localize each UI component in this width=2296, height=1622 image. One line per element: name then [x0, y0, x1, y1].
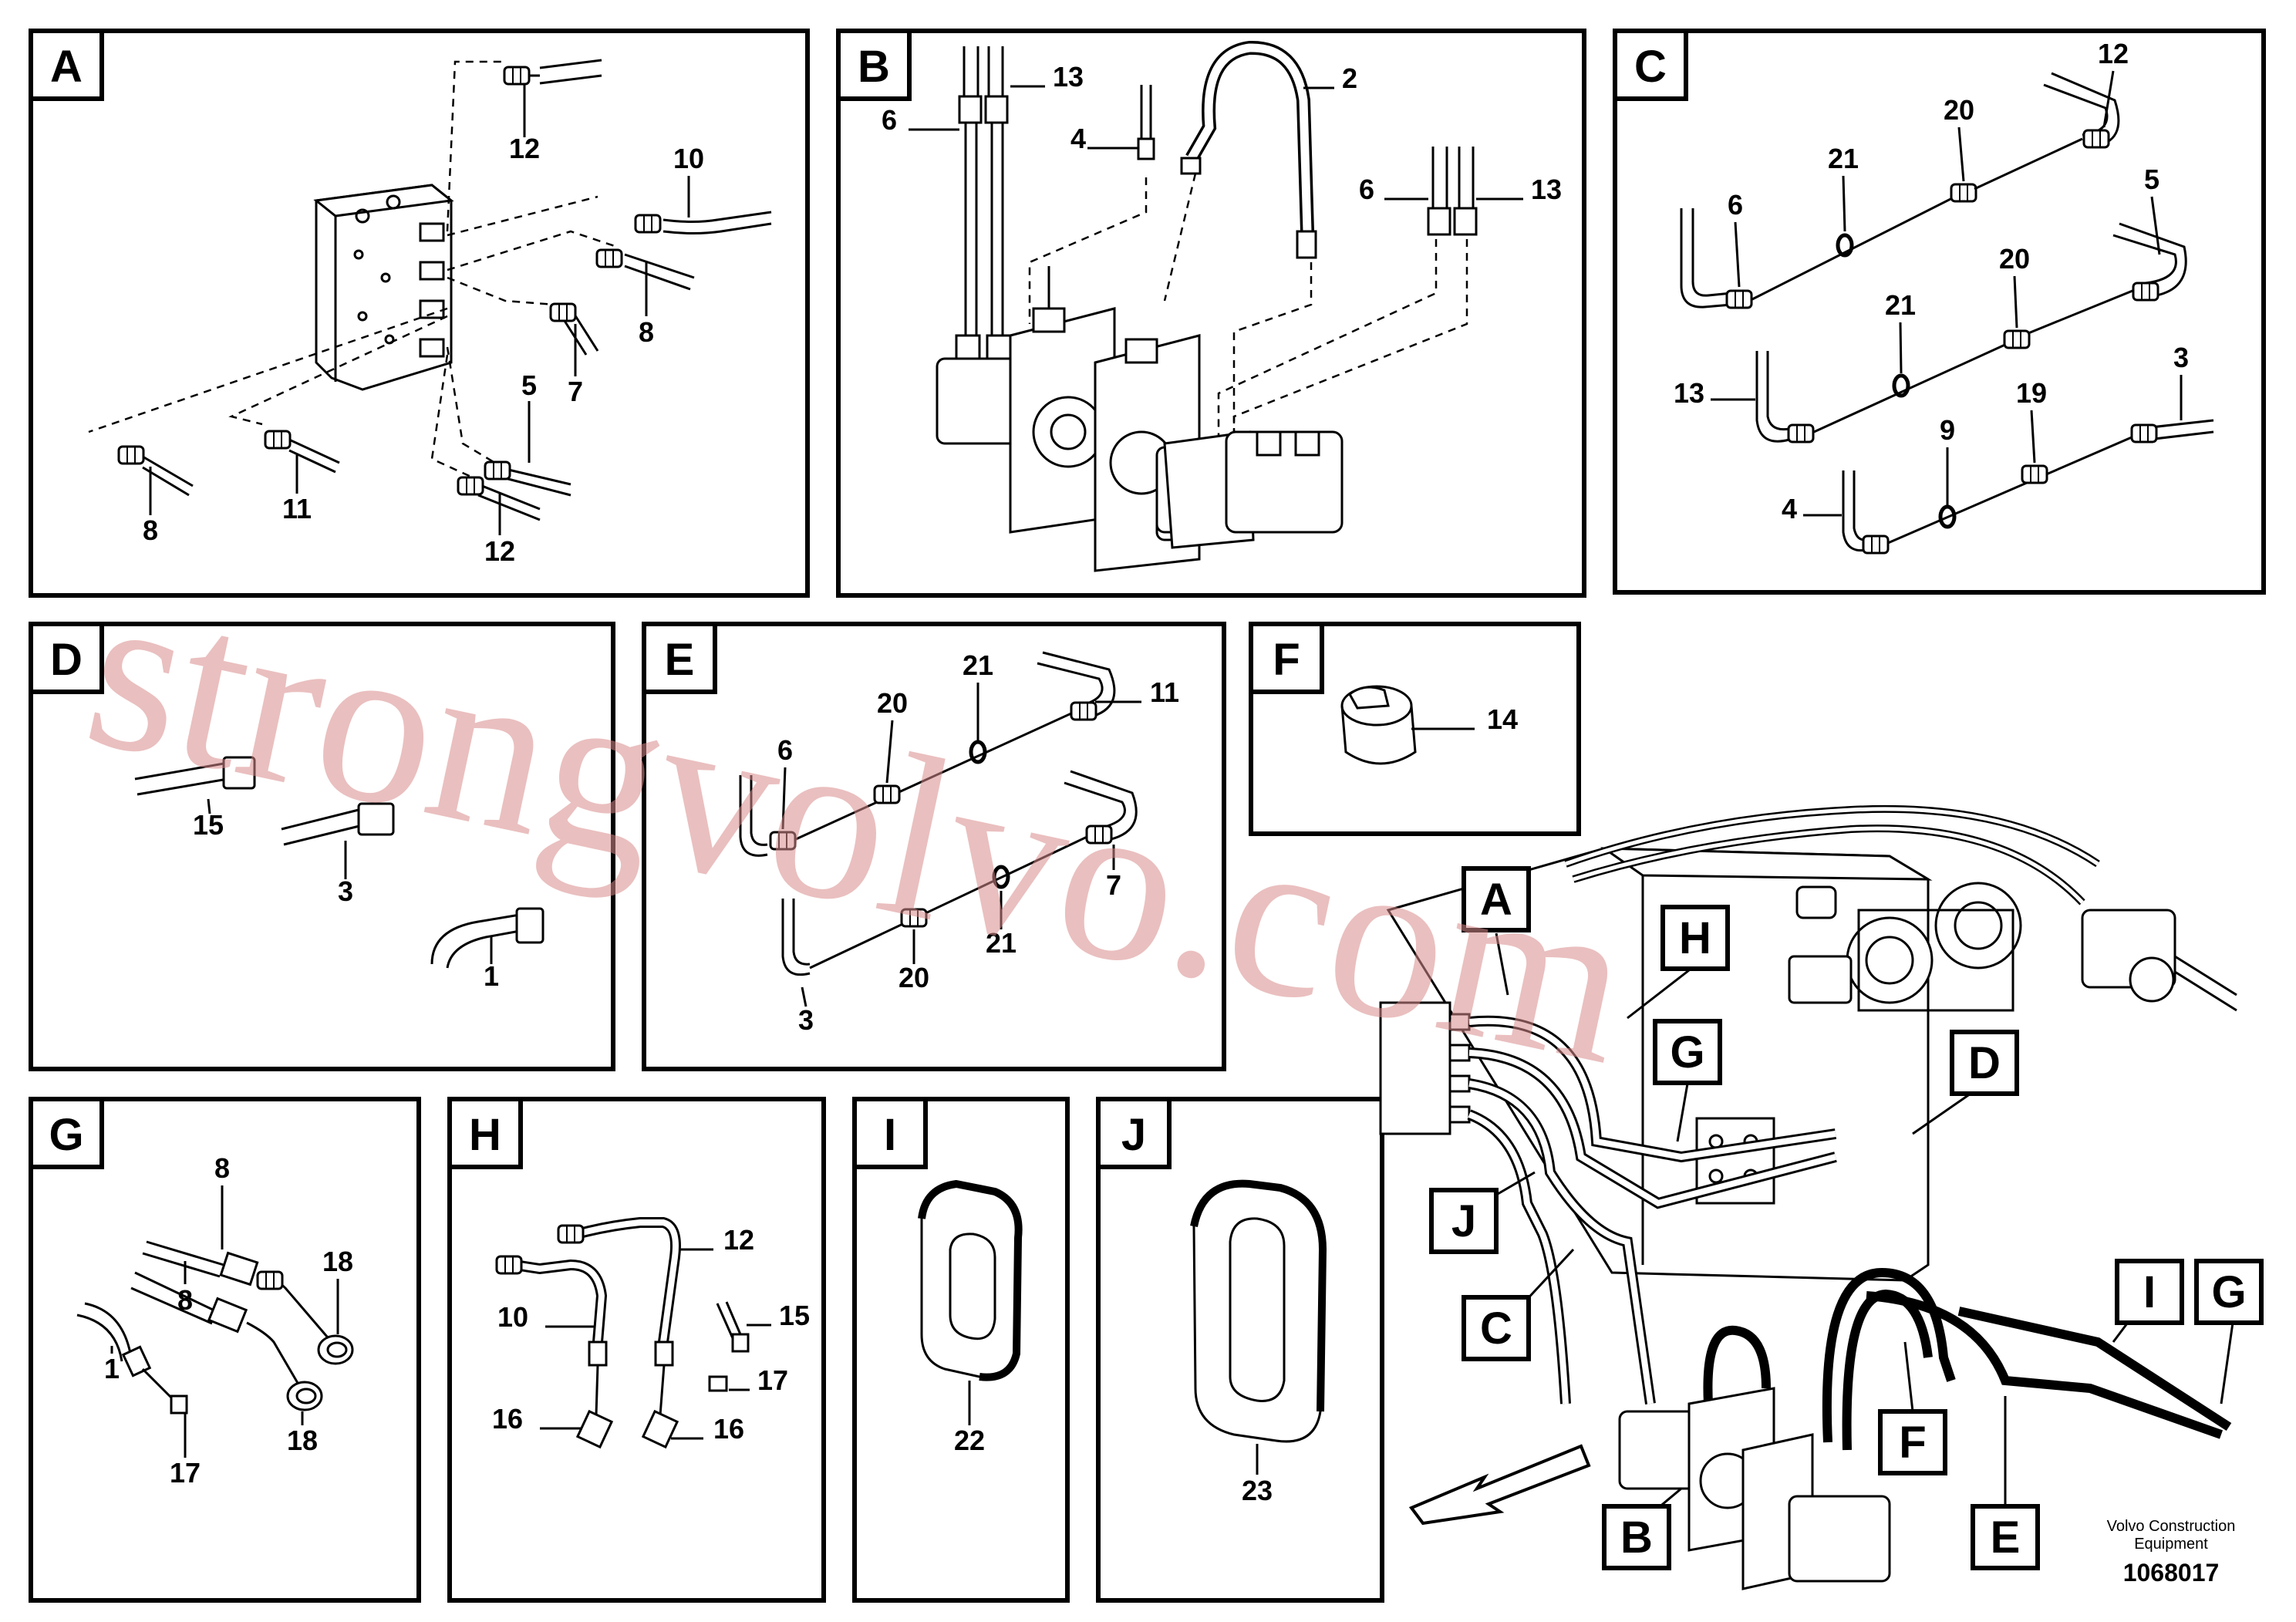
callout-e-21: 21: [963, 649, 993, 681]
callout-g-8: 8: [214, 1152, 230, 1184]
overview-label-g: G: [2211, 1267, 2246, 1317]
callout-i-22: 22: [954, 1425, 985, 1456]
callout-c-3: 3: [2173, 342, 2189, 373]
callout-c-21: 21: [1885, 289, 1916, 321]
overview-labels: A H G D J C I G F B E: [1451, 875, 2247, 1563]
panel-letter-h: H: [469, 1110, 501, 1160]
callout-d-3: 3: [338, 875, 353, 907]
overview-label-h: H: [1679, 913, 1711, 963]
panel-c-artwork: [1680, 70, 2214, 555]
overview-label-i: I: [2143, 1267, 2156, 1317]
callout-g-8: 8: [177, 1284, 193, 1316]
callout-h-15: 15: [779, 1300, 810, 1331]
panel-letter-b: B: [858, 42, 890, 92]
panel-letter-boxes: [29, 29, 1688, 1169]
callout-e-20: 20: [899, 962, 929, 993]
panel-frames: [29, 29, 2266, 1603]
overview-label-g: G: [1670, 1027, 1704, 1077]
callout-b-2: 2: [1342, 62, 1357, 94]
callout-c-5: 5: [2144, 164, 2159, 195]
overview-label-e: E: [1991, 1512, 2021, 1563]
callout-e-7: 7: [1106, 869, 1121, 901]
panel-letter-d: D: [50, 635, 83, 685]
callout-b-4: 4: [1070, 123, 1086, 154]
panel-letter-e: E: [665, 635, 695, 685]
callout-c-19: 19: [2016, 377, 2047, 409]
overview-label-d: D: [1968, 1038, 2001, 1088]
callout-a-5: 5: [521, 369, 537, 401]
callout-a-8: 8: [143, 514, 158, 546]
overview-label-b: B: [1620, 1512, 1653, 1563]
callout-c-20: 20: [1999, 243, 2030, 275]
callout-h-12: 12: [723, 1224, 754, 1256]
callout-d-15: 15: [193, 809, 224, 841]
callout-h-16: 16: [492, 1403, 523, 1435]
callout-g-17: 17: [170, 1457, 201, 1489]
callout-a-8: 8: [639, 316, 654, 348]
overview-label-c: C: [1480, 1303, 1512, 1354]
callout-e-6: 6: [777, 734, 793, 766]
panel-letter-g: G: [49, 1110, 83, 1160]
callout-c-21: 21: [1828, 143, 1859, 174]
callout-e-11: 11: [1150, 676, 1179, 708]
panel-h-artwork: [495, 1217, 771, 1449]
panel-letter-a: A: [50, 42, 83, 92]
callout-f-14: 14: [1487, 703, 1518, 735]
callout-h-10: 10: [497, 1301, 528, 1333]
callout-c-13: 13: [1674, 377, 1704, 409]
callout-b-13: 13: [1531, 174, 1562, 205]
footer-drawing-code: 1068017: [2123, 1559, 2220, 1587]
panel-e-artwork: [739, 651, 1141, 1007]
callout-a-10: 10: [673, 143, 704, 174]
callout-c-12: 12: [2098, 38, 2129, 69]
panel-letter-f: F: [1273, 635, 1300, 685]
panel-j-artwork: [1190, 1179, 1327, 1475]
footer-company: Volvo Construction: [2107, 1518, 2236, 1535]
callout-g-1: 1: [104, 1353, 120, 1384]
overview-label-boxes: [1429, 866, 2264, 1570]
callout-c-9: 9: [1940, 414, 1955, 446]
callout-b-13: 13: [1053, 61, 1084, 93]
panel-i-artwork: [918, 1179, 1023, 1425]
panel-d-artwork: [134, 756, 544, 969]
callout-h-16: 16: [713, 1413, 744, 1445]
callout-b-6: 6: [882, 104, 897, 136]
panel-a-artwork: [88, 59, 772, 535]
callout-g-18: 18: [322, 1246, 353, 1277]
overview-machine-artwork: [1379, 804, 2237, 1590]
footer-company-line2: Equipment: [2134, 1536, 2208, 1553]
callout-a-7: 7: [568, 376, 583, 407]
panel-b-artwork: [909, 40, 1523, 572]
panel-g-artwork: [76, 1185, 354, 1458]
callout-j-23: 23: [1242, 1475, 1273, 1506]
callout-e-21: 21: [986, 927, 1017, 959]
callout-a-12: 12: [484, 535, 515, 567]
overview-label-j: J: [1451, 1196, 1476, 1246]
overview-label-f: F: [1899, 1418, 1926, 1468]
callout-a-11: 11: [282, 493, 312, 524]
panel-letter-c: C: [1634, 42, 1667, 92]
callout-h-17: 17: [757, 1364, 788, 1396]
callout-c-6: 6: [1728, 189, 1743, 221]
callout-c-4: 4: [1782, 493, 1797, 524]
callout-a-12: 12: [509, 133, 540, 164]
callout-b-6: 6: [1359, 174, 1374, 205]
panel-letters: A B C D E F G H I J: [49, 42, 1667, 1160]
callout-g-18: 18: [287, 1425, 318, 1456]
overview-label-a: A: [1480, 875, 1512, 925]
panel-letter-j: J: [1121, 1110, 1146, 1160]
callout-c-20: 20: [1944, 94, 1974, 126]
callout-d-1: 1: [484, 960, 499, 992]
callout-e-3: 3: [798, 1004, 814, 1036]
callout-e-20: 20: [877, 687, 908, 719]
panel-f-artwork: [1340, 685, 1475, 765]
panel-letter-i: I: [884, 1110, 896, 1160]
